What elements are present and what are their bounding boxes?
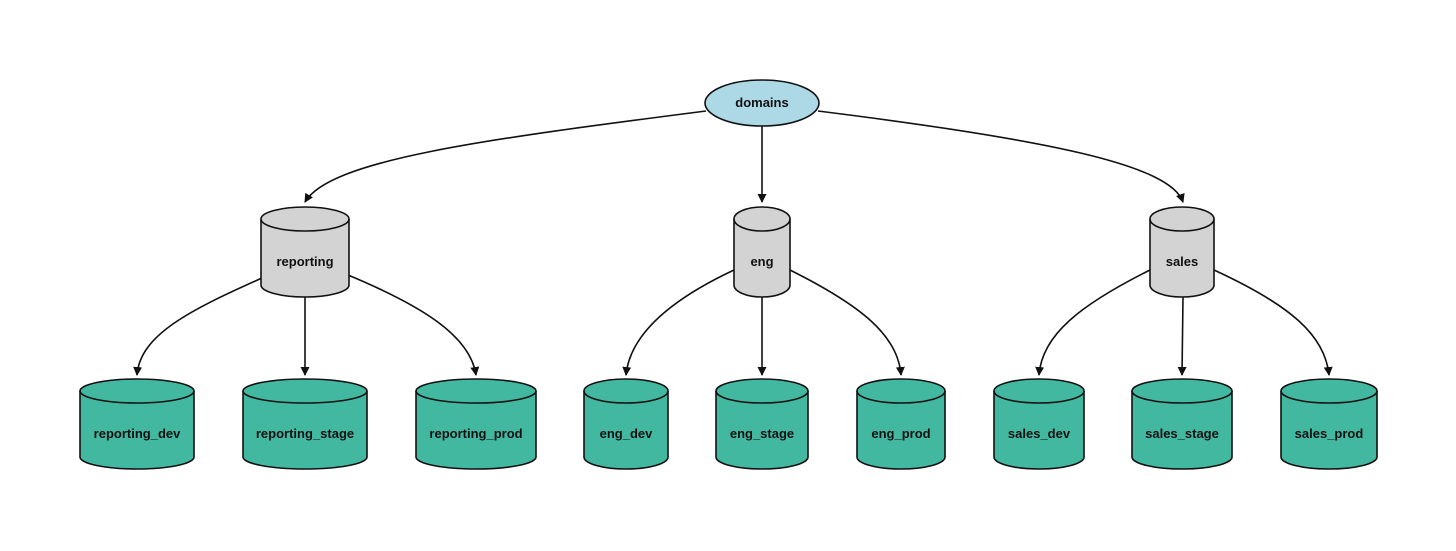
cylinder-rim	[1280, 390, 1378, 404]
edge-domains-reporting	[304, 110, 707, 203]
cylinder-rim	[583, 390, 669, 404]
env-label: sales_stage	[1145, 426, 1219, 441]
env-label: eng_prod	[871, 426, 930, 441]
root-label: domains	[735, 95, 788, 110]
env-node-sales_stage: sales_stage	[1131, 378, 1233, 470]
env-label: eng_stage	[730, 426, 794, 441]
cylinder-rim	[79, 390, 195, 404]
edge-reporting-reporting_dev	[133, 277, 263, 376]
env-label: eng_dev	[600, 426, 654, 441]
cylinder-shape	[242, 378, 368, 470]
cylinder-rim	[715, 390, 809, 404]
cylinder-rim	[993, 390, 1085, 404]
edges	[133, 110, 1333, 376]
cylinder-rim	[856, 390, 946, 404]
env-label: reporting_stage	[256, 426, 354, 441]
env-node-reporting_dev: reporting_dev	[79, 378, 195, 470]
cylinder-rim	[242, 390, 368, 404]
env-node-reporting_stage: reporting_stage	[242, 378, 368, 470]
cylinder-shape	[856, 378, 946, 470]
cylinder-shape	[260, 206, 350, 298]
env-label: sales_prod	[1295, 426, 1364, 441]
edge-eng-eng_prod	[789, 269, 905, 376]
cylinder-shape	[415, 378, 537, 470]
cylinder-shape	[583, 378, 669, 470]
edge-sales-sales_stage	[1177, 296, 1187, 376]
env-label: sales_dev	[1008, 426, 1071, 441]
env-label: reporting_dev	[94, 426, 181, 441]
env-node-eng_prod: eng_prod	[856, 378, 946, 470]
env-node-eng_stage: eng_stage	[715, 378, 809, 470]
edge-eng-eng_dev	[622, 269, 735, 376]
domain-label: reporting	[276, 254, 333, 269]
cylinder-rim	[415, 390, 537, 404]
cylinder-shape	[79, 378, 195, 470]
cylinder-rim	[260, 218, 350, 232]
edge-domains-sales	[817, 110, 1185, 203]
domain-label: eng	[750, 254, 773, 269]
domain-label: sales	[1166, 254, 1199, 269]
domain-node-reporting: reporting	[260, 206, 350, 298]
root-ellipse	[704, 79, 820, 127]
root-node: domains	[704, 79, 820, 127]
cylinder-rim	[1131, 390, 1233, 404]
cylinder-shape	[993, 378, 1085, 470]
domain-node-eng: eng	[733, 206, 791, 298]
domain-node-sales: sales	[1149, 206, 1215, 298]
cylinder-shape	[1280, 378, 1378, 470]
edge-reporting-reporting_prod	[347, 274, 480, 376]
cylinder-rim	[1149, 218, 1215, 232]
edge-sales-sales_prod	[1213, 269, 1333, 376]
env-node-reporting_prod: reporting_prod	[415, 378, 537, 470]
cylinder-rim	[733, 218, 791, 232]
env-label: reporting_prod	[429, 426, 522, 441]
env-node-sales_prod: sales_prod	[1280, 378, 1378, 470]
cylinder-shape	[733, 206, 791, 298]
edge-sales-sales_dev	[1035, 269, 1151, 376]
cylinder-shape	[1149, 206, 1215, 298]
env-node-sales_dev: sales_dev	[993, 378, 1085, 470]
cylinder-shape	[715, 378, 809, 470]
cylinder-shape	[1131, 378, 1233, 470]
env-node-eng_dev: eng_dev	[583, 378, 669, 470]
